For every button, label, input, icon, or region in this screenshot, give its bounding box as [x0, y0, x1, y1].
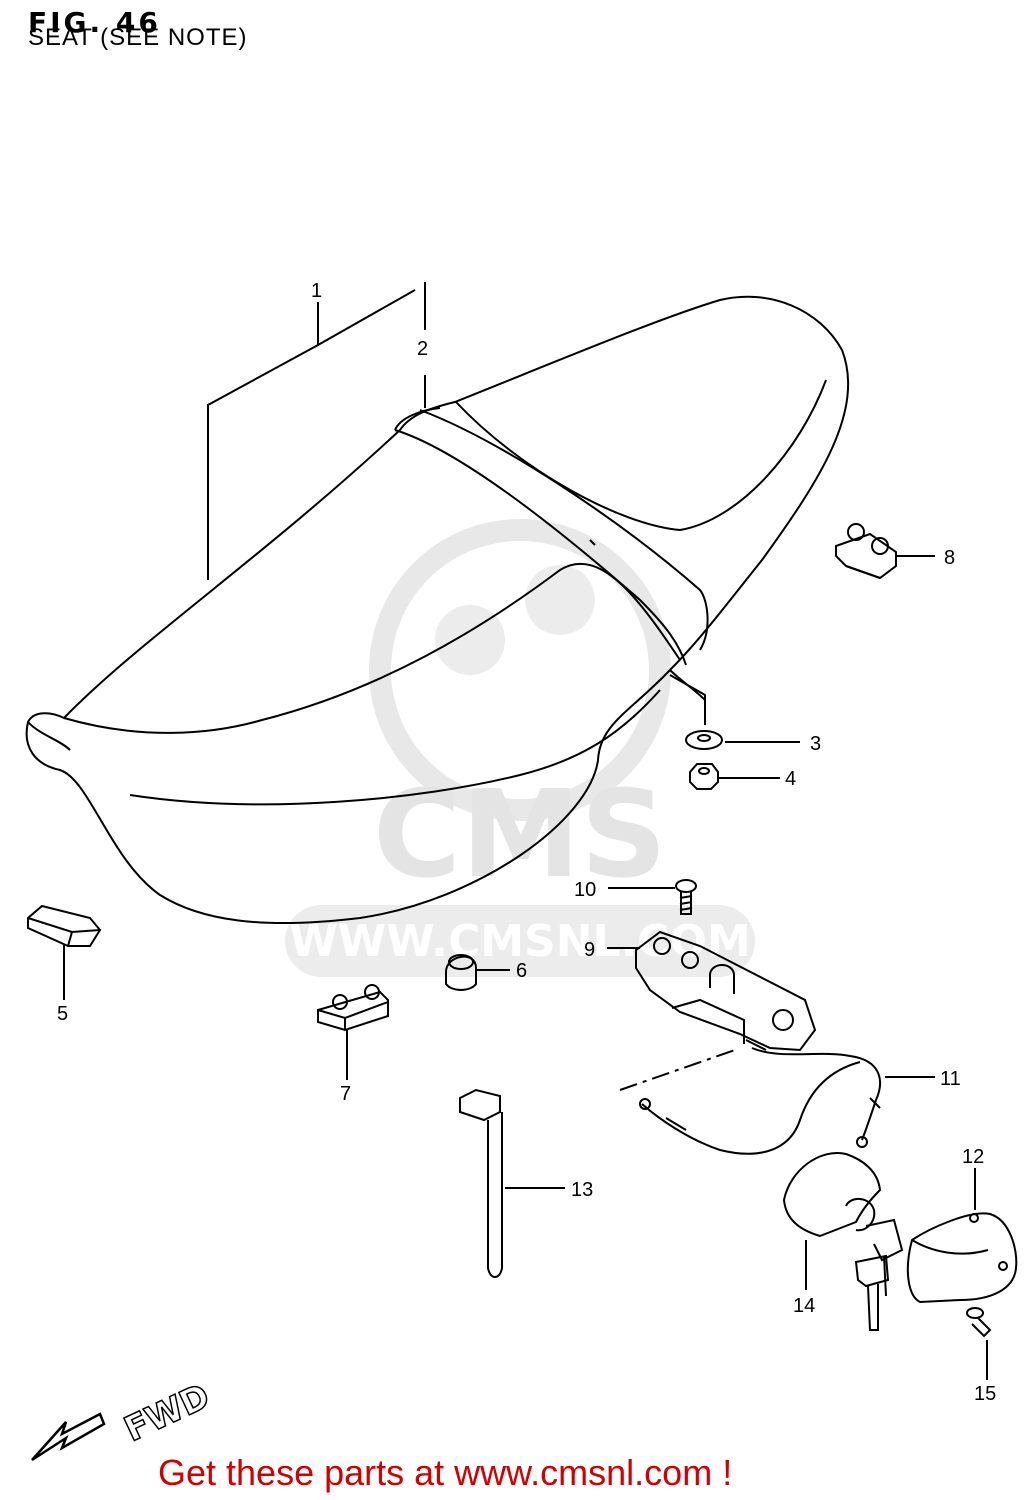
figure-subtitle: SEAT (SEE NOTE): [28, 24, 248, 51]
callout-14: 14: [793, 1295, 815, 1317]
callout-15: 15: [974, 1383, 996, 1405]
pad-part-5: [27, 904, 102, 947]
cap-part-6: [445, 954, 477, 991]
footer-parts-link[interactable]: Get these parts at www.cmsnl.com !: [158, 1452, 733, 1493]
callout-3: 3: [810, 733, 821, 755]
cable-tie-part-13: [459, 1088, 503, 1278]
callout-4: 4: [785, 768, 796, 790]
bracket-part-8: [835, 523, 897, 580]
callout-6: 6: [516, 960, 527, 982]
screw-part-15: [966, 1307, 992, 1338]
watermark-logo: CMS: [373, 766, 667, 905]
seat-drawing: [25, 295, 850, 925]
cover-part-12: [906, 1212, 1018, 1304]
cable-part-11: [639, 1047, 881, 1155]
callout-7: 7: [340, 1083, 351, 1105]
nut-part-4: [689, 763, 719, 790]
callout-labels: 1 2 3 4 5 6 7 8 9 10 11 12 13 14 15: [57, 280, 996, 1405]
callout-13: 13: [571, 1179, 593, 1201]
screw-part-10: [675, 879, 697, 915]
callout-9: 9: [584, 939, 595, 961]
callout-11: 11: [940, 1068, 961, 1090]
lock-part-14: [782, 1152, 904, 1331]
callout-2: 2: [417, 338, 428, 360]
fwd-label: FWD: [118, 1376, 216, 1450]
callout-10: 10: [574, 879, 596, 901]
leader-lines: [63, 282, 988, 1380]
cms-watermark: CMS WWW.CMSNL.COM: [285, 519, 755, 977]
callout-8: 8: [944, 547, 955, 569]
watermark-site: WWW.CMSNL.COM: [289, 916, 751, 967]
forward-direction-arrow: FWD: [31, 1375, 217, 1462]
seat-lock-part-9: [635, 930, 817, 1052]
callout-1: 1: [311, 280, 322, 302]
callout-5: 5: [57, 1003, 68, 1025]
washer-part-3: [685, 730, 723, 750]
bracket-part-7: [317, 984, 389, 1032]
callout-12: 12: [962, 1146, 984, 1168]
figure-title: FIG. 46: [28, 6, 161, 39]
